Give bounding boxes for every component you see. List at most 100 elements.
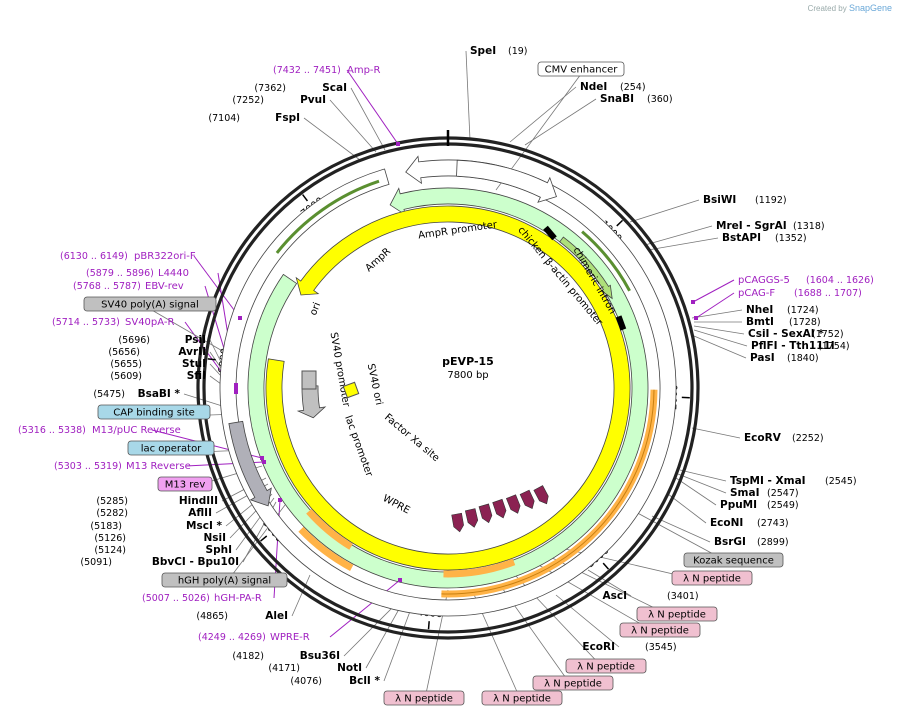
feature-box bbox=[532, 675, 614, 691]
enzyme-position: (2252) bbox=[792, 433, 824, 444]
primer-site bbox=[396, 142, 400, 146]
primer-position: (1604 .. 1626) bbox=[806, 275, 874, 286]
feature-label: AmpR bbox=[364, 246, 394, 274]
enzyme-label: BsiWI bbox=[703, 194, 736, 206]
primer-position: (4249 .. 4269) bbox=[198, 632, 266, 643]
enzyme-leader bbox=[693, 335, 747, 359]
tick-mark bbox=[427, 621, 430, 630]
enzyme-label: SfiI bbox=[187, 370, 206, 382]
enzyme-label: SphI bbox=[206, 544, 232, 556]
enzyme-leader bbox=[691, 427, 741, 439]
primer-position: (5768 .. 5787) bbox=[73, 281, 141, 292]
enzyme-position: (360) bbox=[647, 94, 673, 105]
enzyme-leader bbox=[644, 225, 713, 246]
enzyme-label: NdeI bbox=[580, 81, 607, 93]
enzyme-position: (1752) bbox=[812, 329, 844, 340]
enzyme-leader bbox=[524, 98, 597, 146]
enzyme-position: (4171) bbox=[268, 663, 300, 674]
feature-box-label: λ N peptide bbox=[683, 574, 741, 585]
tick-mark bbox=[602, 562, 610, 570]
primer-position: (5316 .. 5338) bbox=[18, 425, 86, 436]
feature-box-label: hGH poly(A) signal bbox=[178, 576, 271, 587]
primer-site bbox=[691, 300, 695, 304]
primer-site bbox=[234, 383, 238, 387]
feature-box-label: λ N peptide bbox=[395, 694, 453, 705]
feature-arc bbox=[456, 159, 557, 203]
enzyme-position: (7252) bbox=[232, 95, 264, 106]
peptide-marker bbox=[492, 498, 507, 519]
enzyme-leader bbox=[303, 117, 361, 161]
enzyme-leader bbox=[675, 477, 717, 506]
primer-position: (5303 .. 5319) bbox=[54, 461, 122, 472]
primer-leader bbox=[692, 279, 735, 303]
feature-box-label: λ N peptide bbox=[577, 662, 635, 673]
enzyme-label: ScaI bbox=[322, 82, 347, 94]
feature-box bbox=[619, 622, 701, 638]
enzyme-label: HindIII bbox=[179, 495, 218, 507]
primer-position: (5714 .. 5733) bbox=[52, 317, 120, 328]
peptide-marker bbox=[519, 489, 535, 509]
enzyme-leader bbox=[693, 325, 745, 335]
box-leader bbox=[529, 559, 661, 636]
enzyme-position: (5656) bbox=[108, 347, 140, 358]
enzyme-position: (1318) bbox=[793, 221, 825, 232]
primer-label: SV40pA-R bbox=[125, 317, 174, 328]
enzyme-position: (5282) bbox=[96, 508, 128, 519]
primer-position: (7432 .. 7451) bbox=[273, 65, 341, 76]
feature-box bbox=[97, 404, 211, 420]
cassette-arc-edge bbox=[441, 389, 655, 595]
enzyme-leader bbox=[329, 99, 377, 153]
enzyme-position: (5126) bbox=[94, 533, 126, 544]
cassette-arc bbox=[306, 508, 353, 550]
feature-box bbox=[683, 552, 784, 568]
primer-site bbox=[234, 390, 238, 394]
feature-box-label: CMV enhancer bbox=[545, 65, 619, 76]
feature-box bbox=[83, 296, 217, 312]
enzyme-label: PsiI bbox=[185, 334, 206, 346]
enzyme-label: NheI bbox=[746, 304, 773, 316]
enzyme-position: (3545) bbox=[645, 642, 677, 653]
enzyme-position: (2899) bbox=[757, 537, 789, 548]
snapgene-logo: SnapGene bbox=[848, 3, 892, 13]
primer-label: hGH-PA-R bbox=[214, 593, 262, 604]
tick-mark bbox=[207, 358, 216, 361]
enzyme-label: AscI bbox=[602, 590, 627, 602]
feature-arc bbox=[559, 236, 613, 300]
enzyme-label: AleI bbox=[265, 610, 288, 622]
enzyme-position: (19) bbox=[508, 46, 528, 57]
enzyme-leader bbox=[291, 574, 311, 617]
enzyme-leader bbox=[677, 473, 727, 494]
feature-marker bbox=[543, 225, 557, 241]
enzyme-leader bbox=[691, 309, 743, 319]
primer-label: M13 Reverse bbox=[126, 461, 191, 472]
feature-arc bbox=[219, 155, 677, 617]
feature-box bbox=[127, 440, 215, 456]
enzyme-label: SmaI bbox=[730, 487, 760, 499]
enzyme-leader bbox=[693, 329, 748, 347]
enzyme-position: (4076) bbox=[290, 676, 322, 687]
plasmid-length: 7800 bp bbox=[447, 370, 488, 381]
enzyme-position: (1754) bbox=[818, 341, 850, 352]
feature-box-label: λ N peptide bbox=[648, 610, 706, 621]
enzyme-label: EcoRV bbox=[744, 432, 782, 444]
primer-site bbox=[260, 456, 264, 460]
enzyme-label: SnaBI bbox=[600, 93, 634, 105]
enzyme-position: (5655) bbox=[110, 359, 142, 370]
feature-box-label: λ N peptide bbox=[493, 694, 551, 705]
enzyme-position: (2549) bbox=[767, 500, 799, 511]
enzyme-label: SpeI bbox=[470, 45, 496, 57]
sv40-promoter-box bbox=[301, 370, 317, 390]
peptide-marker bbox=[478, 503, 493, 524]
primer-site bbox=[234, 386, 238, 390]
enzyme-label: PasI bbox=[750, 352, 775, 364]
peptide-marker bbox=[533, 485, 549, 505]
plasmid-name: pEVP-15 bbox=[442, 355, 494, 368]
enzyme-label: MscI * bbox=[186, 520, 222, 532]
feature-box bbox=[383, 690, 465, 706]
enzyme-position: (4865) bbox=[196, 611, 228, 622]
tick-mark bbox=[302, 194, 309, 202]
enzyme-leader bbox=[667, 493, 707, 524]
enzyme-leader bbox=[555, 594, 620, 648]
enzyme-leader bbox=[350, 87, 386, 151]
